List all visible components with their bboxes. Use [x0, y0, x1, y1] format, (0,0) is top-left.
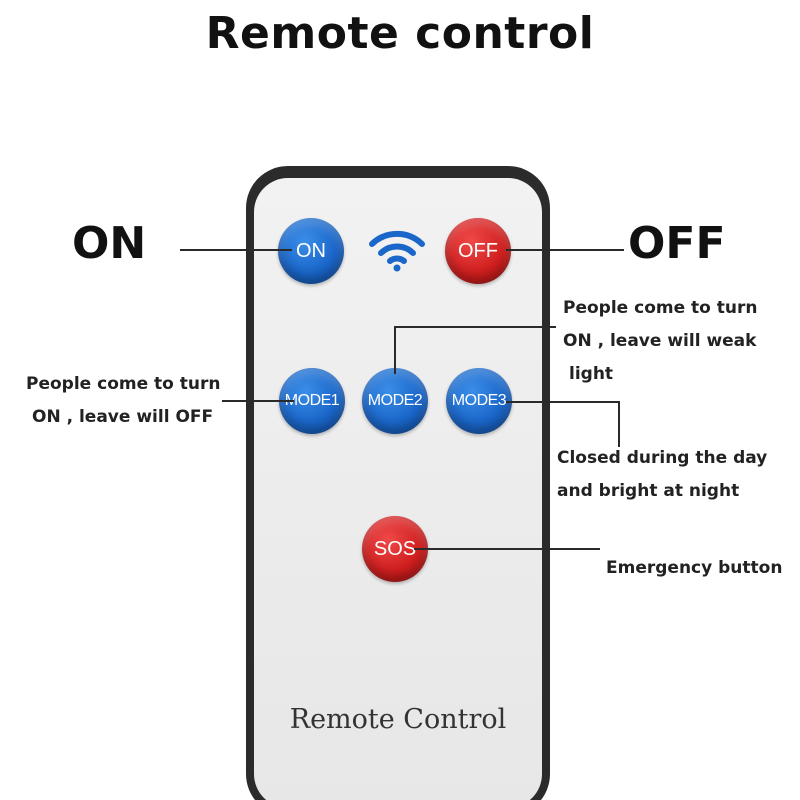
mode3-callout-line-vertical [618, 401, 620, 447]
mode2-callout-line1: People come to turn [563, 298, 758, 318]
mode2-callout-line-horizontal [394, 326, 556, 328]
sos-callout-line [414, 548, 600, 550]
off-callout-line [506, 249, 624, 251]
on-button[interactable]: ON [278, 218, 344, 284]
remote-brand-label: Remote Control [289, 704, 507, 735]
mode3-callout-line1: Closed during the day [557, 448, 768, 468]
mode3-button-label: MODE3 [451, 392, 507, 409]
mode1-callout-line [222, 400, 294, 402]
mode3-callout-line2: and bright at night [557, 481, 740, 501]
off-button-label: OFF [458, 239, 498, 262]
on-callout-label: ON [72, 218, 147, 269]
mode3-callout-line-horizontal [506, 401, 620, 403]
mode3-button[interactable]: MODE3 [446, 368, 512, 434]
sos-button-label: SOS [373, 537, 417, 560]
page-title: Remote control [205, 8, 595, 59]
mode2-callout-line3: light [569, 364, 614, 384]
mode2-button-label: MODE2 [367, 392, 423, 409]
off-callout-label: OFF [628, 218, 726, 269]
mode1-callout-line1: People come to turn [26, 374, 221, 394]
mode2-callout-line-vertical [394, 326, 396, 374]
on-button-label: ON [296, 239, 326, 262]
mode2-button[interactable]: MODE2 [362, 368, 428, 434]
mode1-callout-line2: ON , leave will OFF [32, 407, 214, 427]
sos-callout-label: Emergency button [606, 558, 783, 578]
off-button[interactable]: OFF [445, 218, 511, 284]
wireless-signal-icon [369, 230, 425, 272]
on-callout-line [180, 249, 292, 251]
mode2-callout-line2: ON , leave will weak [563, 331, 757, 351]
